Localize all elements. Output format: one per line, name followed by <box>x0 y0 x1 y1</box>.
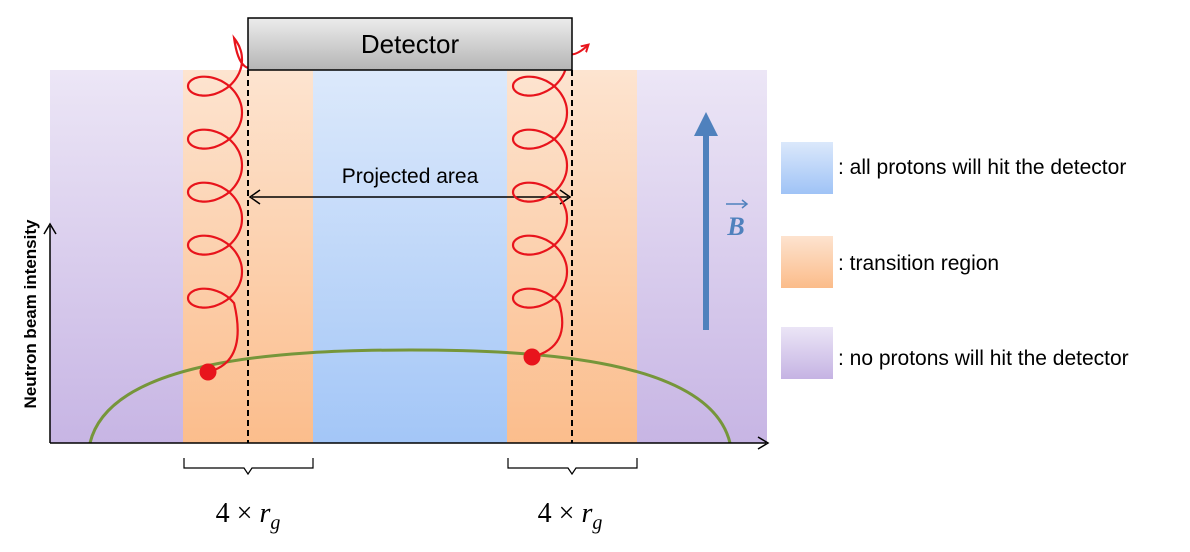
gyroradius-left-subscript: g <box>270 512 280 534</box>
gyroradius-brace-left <box>183 458 314 476</box>
detector-box <box>247 17 573 71</box>
legend-label-all-protons: : all protons will hit the detector <box>838 156 1126 179</box>
axes <box>43 222 770 450</box>
detector-label: Detector <box>361 29 460 59</box>
gyroradius-right-subscript: g <box>592 512 602 534</box>
region-bands <box>50 70 767 443</box>
magnetic-field: B <box>694 112 749 330</box>
gyroradius-left-symbol: r <box>259 498 270 529</box>
gyroradius-left-factor: 4 × <box>216 498 253 529</box>
proton-helix-right <box>511 37 587 359</box>
y-axis-arrowhead <box>43 222 57 235</box>
detector: Detector <box>247 17 573 71</box>
gyroradius-label-right: 4 × rg <box>538 498 603 534</box>
legend-label-transition: : transition region <box>838 252 999 275</box>
beam-profile-curve <box>88 348 732 444</box>
gyroradius-label-left: 4 × rg <box>216 498 281 534</box>
legend-swatch-all-protons <box>781 142 833 194</box>
legend-label-no-protons: : no protons will hit the detector <box>838 347 1129 370</box>
legend-swatch-no-protons <box>781 327 833 379</box>
x-axis-arrowhead <box>757 436 770 450</box>
y-axis-label: Neutron beam intensity <box>21 219 40 408</box>
proton-dot-right <box>523 348 541 366</box>
gyroradius-right-symbol: r <box>581 498 592 529</box>
proton-helix-left <box>186 34 264 374</box>
field-symbol: B <box>726 212 744 241</box>
legend: : all protons will hit the detector : tr… <box>781 142 1129 379</box>
legend-swatch-transition <box>781 236 833 288</box>
gyroradius-brace-right <box>507 458 638 476</box>
gyroradius-right-factor: 4 × <box>538 498 575 529</box>
field-arrowhead <box>694 112 718 136</box>
proton-dot-left <box>199 363 217 381</box>
projected-area-label: Projected area <box>342 165 479 188</box>
region-no-protons-left <box>50 70 183 443</box>
region-all-protons <box>313 70 507 443</box>
